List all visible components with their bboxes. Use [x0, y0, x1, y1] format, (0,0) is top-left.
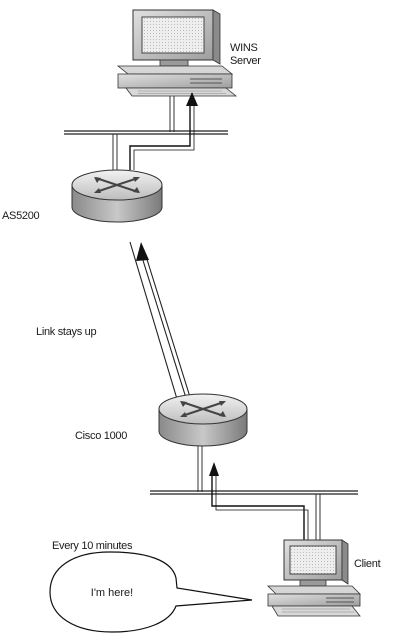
- speech-bubble: [50, 552, 252, 632]
- link-up-arrowhead: [136, 242, 149, 261]
- client-computer-icon: [268, 540, 360, 616]
- as5200-label: AS5200: [2, 210, 40, 222]
- bottom-lan-segment: [150, 491, 358, 494]
- wan-link: [130, 242, 190, 399]
- bubble-message: I'm here!: [91, 587, 133, 599]
- as5200-drop-lines: [113, 134, 117, 170]
- interval-label: Every 10 minutes: [52, 540, 133, 552]
- cisco1000-router-icon: [159, 394, 247, 446]
- wins-server-computer-icon: [118, 10, 236, 96]
- wins-server-label: WINS: [230, 42, 258, 54]
- client-label: Client: [354, 558, 381, 570]
- client-drop-lines: [316, 494, 320, 540]
- top-lan-segment: [64, 131, 228, 134]
- cisco1000-label: Cisco 1000: [75, 430, 127, 442]
- link-status-label: Link stays up: [36, 326, 96, 338]
- as5200-router-icon: [72, 170, 162, 222]
- server-drop-lines: [170, 96, 174, 132]
- broadcast-path-lower: [209, 462, 308, 540]
- wins-server-label-2: Server: [230, 55, 261, 67]
- cisco1000-drop-lines: [198, 446, 202, 492]
